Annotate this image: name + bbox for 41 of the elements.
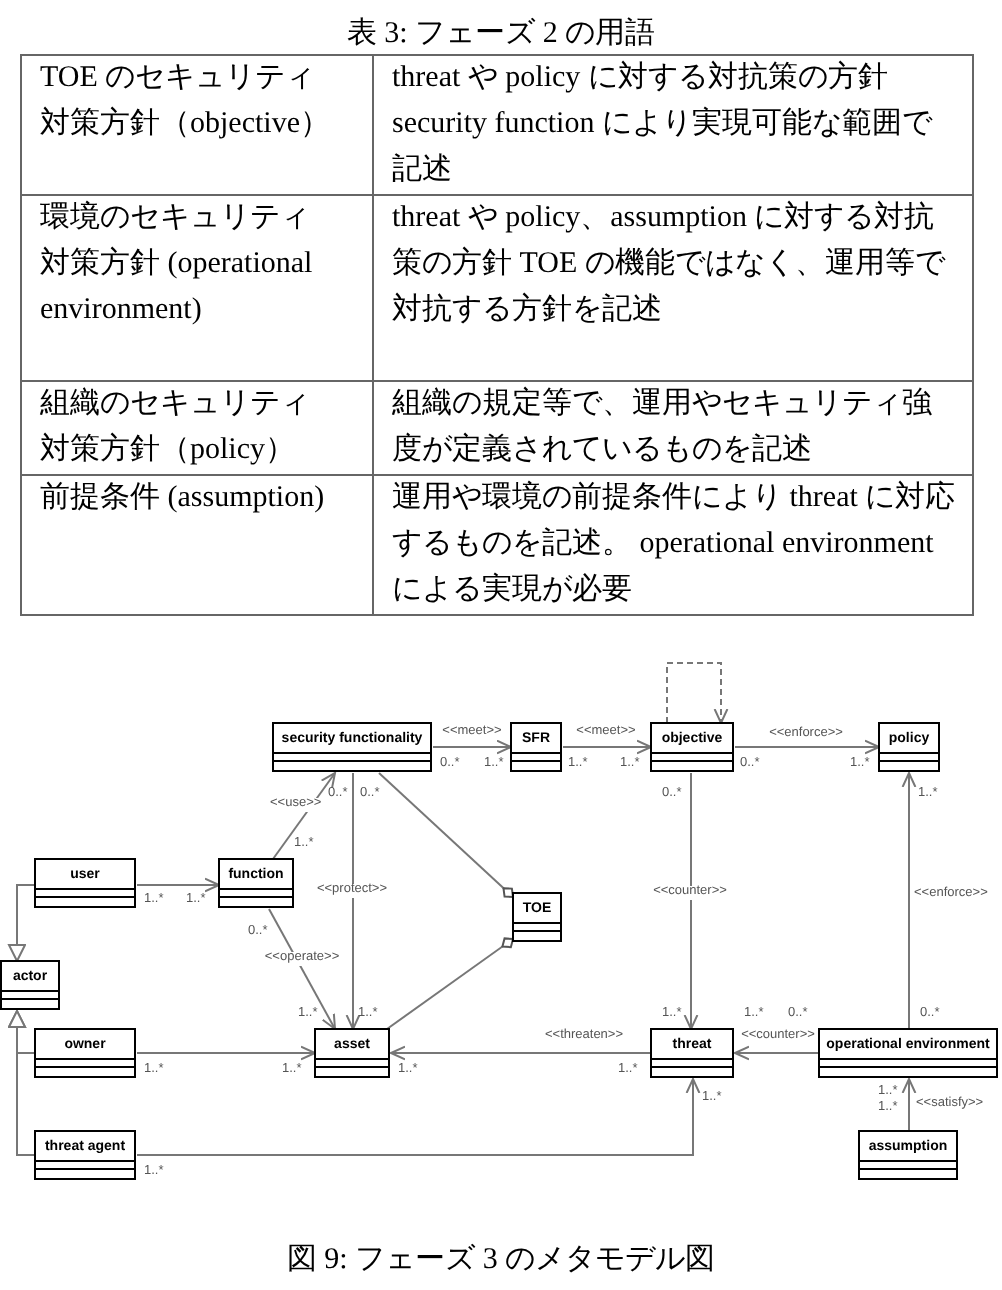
generalization-arrow <box>8 1010 36 1156</box>
table-cell: 環境のセキュリティ対策方針 (operational environment) <box>22 196 374 382</box>
generalization-arrow <box>8 884 36 962</box>
class-box <box>650 1028 734 1078</box>
class-box <box>34 858 136 908</box>
association-arrow <box>901 772 917 1030</box>
dependency-arrow <box>666 662 729 724</box>
class-box <box>818 1028 998 1078</box>
figure-caption: 図 9: フェーズ 3 のメタモデル図 <box>286 1242 716 1278</box>
class-box <box>218 858 294 908</box>
class-box <box>510 722 562 772</box>
table-caption: 表 3: フェーズ 2 の用語 <box>346 16 656 52</box>
class-box <box>512 892 562 942</box>
association-arrow <box>345 772 361 1030</box>
aggregation-line <box>378 772 514 898</box>
class-box <box>272 722 432 772</box>
association-arrow <box>136 877 220 893</box>
association-arrow <box>901 1078 917 1132</box>
association-arrow <box>734 1045 820 1061</box>
association-arrow <box>562 739 652 755</box>
class-box <box>314 1028 390 1078</box>
association-arrow <box>136 1045 316 1061</box>
class-box <box>0 960 60 1010</box>
association-arrow <box>136 1078 701 1156</box>
table-cell: threat や policy、assumption に対する対抗策の方針 TOE の機能ではなく、運用等で対抗する方針を記述 <box>374 196 974 382</box>
association-arrow <box>734 739 880 755</box>
association-arrow <box>432 739 512 755</box>
class-box <box>650 722 734 772</box>
table-cell: 運用や環境の前提条件により threat に対応するものを記述。 operational environment による実現が必要 <box>374 476 974 616</box>
aggregation-line <box>386 937 514 1030</box>
table-cell: TOE のセキュリティ対策方針（objective） <box>22 56 374 196</box>
table-cell: 組織の規定等で、運用やセキュリティ強度が定義されているものを記述 <box>374 382 974 476</box>
table-cell: 組織のセキュリティ対策方針（policy） <box>22 382 374 476</box>
association-arrow <box>268 908 336 1030</box>
class-box <box>858 1130 958 1180</box>
class-box <box>34 1028 136 1078</box>
table-cell: 前提条件 (assumption) <box>22 476 374 616</box>
class-box <box>34 1130 136 1180</box>
association-arrow <box>683 772 699 1030</box>
class-box <box>878 722 940 772</box>
association-arrow <box>390 1045 652 1061</box>
